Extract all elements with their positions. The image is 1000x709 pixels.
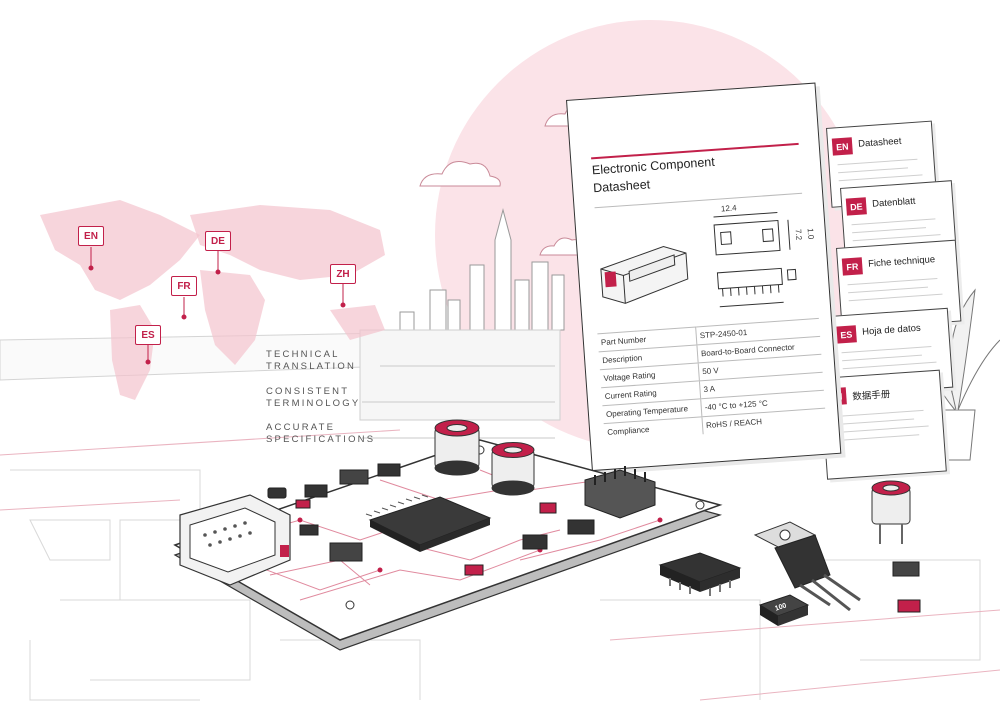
soic-chip	[658, 552, 742, 596]
city-skyline	[399, 208, 565, 331]
map-tag-en: EN	[78, 226, 104, 246]
resistor-smd	[758, 594, 810, 626]
smd-part	[892, 561, 921, 613]
capacitor	[434, 419, 480, 476]
feature-line: TERMINOLOGY	[266, 398, 361, 409]
feature-line: TECHNICAL	[266, 349, 340, 360]
voltage-regulator	[753, 521, 861, 612]
datasheet-document: Electronic Component Datasheet 12.4 7.2 …	[566, 82, 842, 472]
board-connector	[179, 494, 291, 586]
feature-line: SPECIFICATIONS	[266, 434, 376, 445]
capacitor	[871, 480, 911, 544]
feature-line: ACCURATE	[266, 422, 336, 433]
feature-line: TRANSLATION	[266, 361, 357, 372]
feature-accurate-specifications: ACCURATE SPECIFICATIONS	[266, 422, 375, 446]
connector-drawing	[600, 212, 797, 308]
pin-header	[584, 466, 656, 519]
microcontroller-chip	[365, 494, 492, 552]
map-tag-zh: ZH	[330, 264, 356, 284]
feature-consistent-terminology: CONSISTENT TERMINOLOGY	[266, 386, 360, 410]
map-tag-es: ES	[135, 325, 161, 345]
map-tag-fr: FR	[171, 276, 197, 296]
map-tag-de: DE	[205, 231, 231, 251]
feature-technical-translation: TECHNICAL TRANSLATION	[266, 349, 356, 373]
feature-line: CONSISTENT	[266, 386, 350, 397]
capacitor	[491, 442, 535, 496]
